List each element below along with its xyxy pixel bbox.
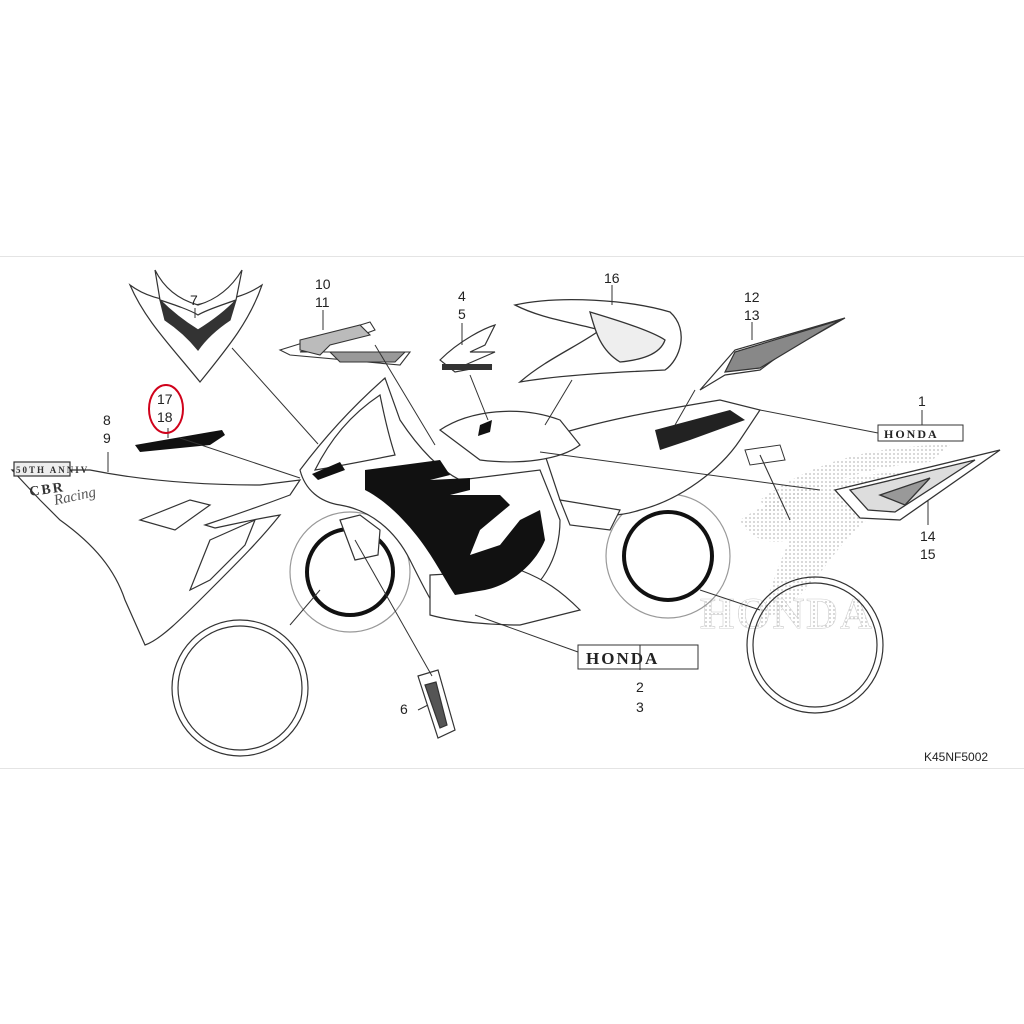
part-14-side-decal: [833, 449, 1001, 521]
part-16-seat-decal: [513, 299, 682, 384]
callout-9: 9: [103, 430, 111, 446]
diagram-code: K45NF5002: [924, 750, 989, 764]
part-6-fork-decal: [417, 669, 456, 739]
callout-17: 17: [157, 391, 173, 407]
callout-18: 18: [157, 409, 173, 425]
anniv-decal-text: 50TH ANNIV: [16, 465, 89, 475]
callout-11: 11: [315, 294, 330, 310]
headlight: [312, 462, 345, 480]
part-4-wing-emblem: [439, 324, 497, 373]
top-divider: [0, 256, 1024, 257]
tank-emblem: [478, 420, 492, 436]
honda-large-text: HONDA: [586, 649, 659, 668]
highlight-circle: [148, 384, 184, 434]
cbr-decal-text: CBR: [28, 480, 65, 500]
callout-12: 12: [744, 289, 760, 305]
callout-10: 10: [315, 276, 331, 292]
callout-6: 6: [400, 701, 408, 717]
callout-7: 7: [190, 292, 198, 308]
part-1-honda-decal: HONDA: [877, 424, 964, 442]
callout-1: 1: [918, 393, 926, 409]
tail-graphic: [655, 410, 745, 450]
honda-small-text: HONDA: [884, 427, 939, 441]
side-fairing-graphic: [365, 460, 545, 595]
callout-14: 14: [920, 528, 936, 544]
rear-rim-stripe: [746, 576, 884, 714]
part-8-side-fairing: [10, 461, 302, 646]
part-10-fairing-decal: [278, 321, 412, 366]
callout-8: 8: [103, 412, 111, 428]
front-rim-stripe: [171, 619, 309, 757]
callout-2: 2: [636, 679, 644, 695]
callout-15: 15: [920, 546, 936, 562]
part-2-honda-decal: HONDA: [577, 644, 699, 670]
part-17-strip: [135, 430, 225, 452]
part-12-tail-decal: [699, 317, 846, 391]
bottom-divider: [0, 768, 1024, 769]
callout-16: 16: [604, 270, 620, 286]
callout-3: 3: [636, 699, 644, 715]
honda-watermark-text: HONDA: [700, 589, 874, 638]
part-7-front-cowl: [128, 269, 264, 383]
callout-4: 4: [458, 288, 466, 304]
callout-5: 5: [458, 306, 466, 322]
leader-lines: [107, 285, 929, 711]
motorcycle-body: [299, 376, 761, 626]
callout-13: 13: [744, 307, 760, 323]
honda-wing-watermark: [740, 445, 950, 620]
